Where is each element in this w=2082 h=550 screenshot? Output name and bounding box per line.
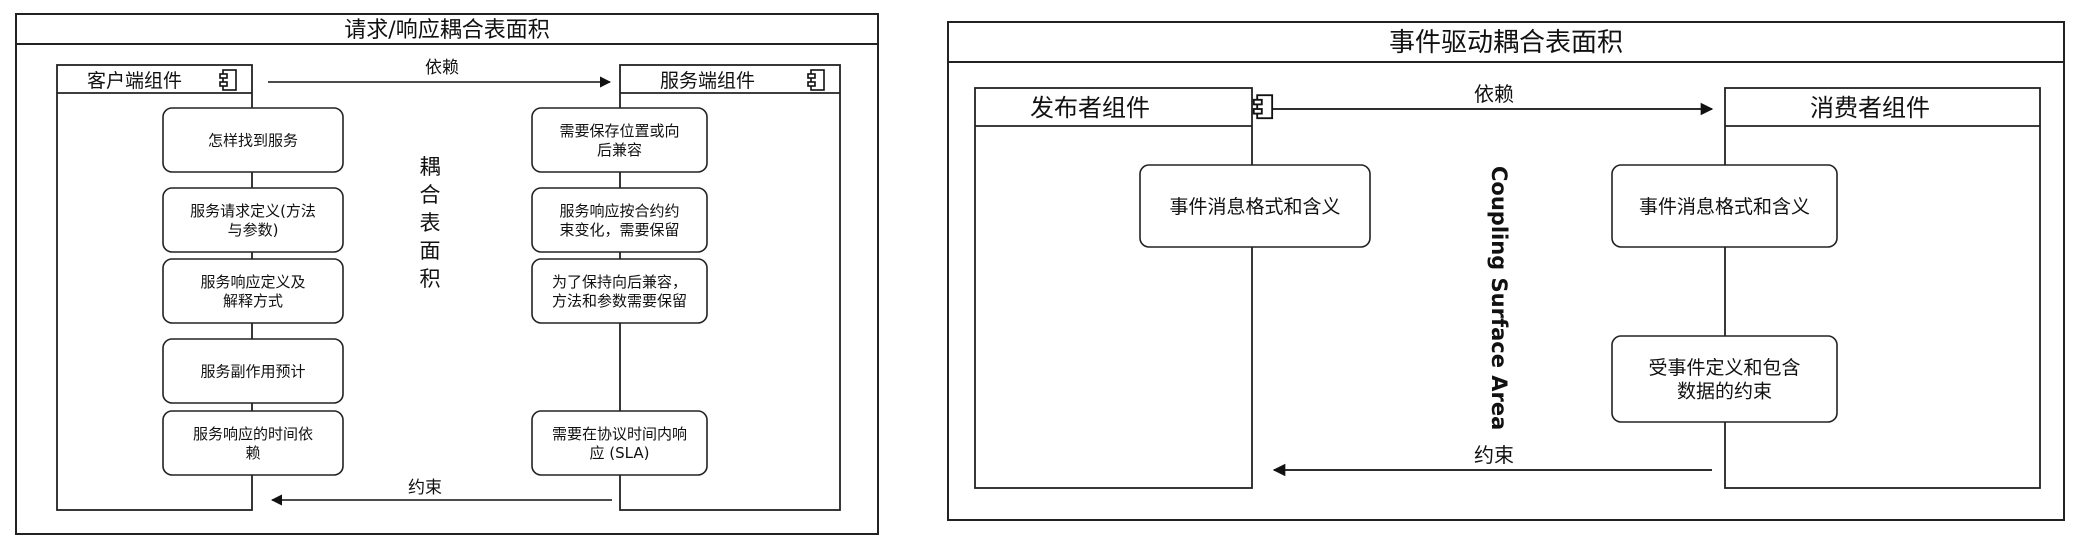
item-box-frame bbox=[162, 410, 344, 476]
event-driven-panel: 事件驱动耦合表面积 发布者组件 消费者组件 依赖 约束 Coupling Sur… bbox=[947, 21, 2065, 521]
item-box: 事件消息格式和含义 bbox=[1611, 164, 1838, 248]
component-icon bbox=[1252, 94, 1274, 120]
item-box-frame bbox=[162, 338, 344, 404]
item-label: 服务副作用预计 bbox=[200, 362, 305, 380]
component-icon bbox=[807, 69, 825, 91]
item-label: 方法和参数需要保留 bbox=[552, 292, 687, 310]
coupling-surface-char: 合 bbox=[420, 183, 441, 207]
item-label: 与参数) bbox=[228, 221, 279, 239]
item-box: 怎样找到服务 bbox=[162, 107, 344, 173]
depends-label: 依赖 bbox=[425, 58, 459, 78]
component-frame bbox=[974, 87, 1253, 489]
item-label: 服务响应定义及 bbox=[200, 273, 305, 291]
item-label: 束变化，需要保留 bbox=[559, 221, 679, 239]
item-label: 数据的约束 bbox=[1677, 381, 1772, 403]
panel-title: 事件驱动耦合表面积 bbox=[1389, 28, 1623, 58]
component-title: 消费者组件 bbox=[1810, 94, 1930, 122]
item-label: 为了保持向后兼容， bbox=[552, 273, 687, 291]
item-box-frame bbox=[531, 187, 708, 253]
coupling-surface-char: 耦 bbox=[420, 155, 441, 179]
client-items: 怎样找到服务服务请求定义(方法与参数)服务响应定义及解释方式服务副作用预计服务响… bbox=[162, 107, 344, 476]
item-box-frame bbox=[1139, 164, 1371, 248]
item-box-frame bbox=[162, 258, 344, 324]
item-box: 为了保持向后兼容，方法和参数需要保留 bbox=[531, 258, 708, 324]
item-box-frame bbox=[1611, 164, 1838, 248]
item-label: 需要在协议时间内响 bbox=[552, 425, 687, 443]
item-box: 服务副作用预计 bbox=[162, 338, 344, 404]
item-box-frame bbox=[531, 258, 708, 324]
component-title: 发布者组件 bbox=[1030, 94, 1150, 122]
item-label: 需要保存位置或向 bbox=[559, 122, 679, 140]
item-label: 怎样找到服务 bbox=[208, 131, 298, 149]
server-items: 需要保存位置或向后兼容服务响应按合约约束变化，需要保留为了保持向后兼容，方法和参… bbox=[531, 107, 708, 476]
constraint-label: 约束 bbox=[408, 478, 442, 498]
component-title: 客户端组件 bbox=[87, 70, 182, 92]
item-box-frame bbox=[531, 107, 708, 173]
component-frame bbox=[1724, 87, 2041, 489]
item-label: 受事件定义和包含 bbox=[1648, 357, 1800, 379]
coupling-surface-char: 积 bbox=[420, 267, 441, 291]
publisher-items: 事件消息格式和含义 bbox=[1139, 164, 1371, 248]
item-label: 事件消息格式和含义 bbox=[1169, 196, 1340, 218]
item-label: 解释方式 bbox=[223, 292, 283, 310]
depends-label: 依赖 bbox=[1474, 82, 1514, 106]
coupling-surface-label: 耦合表面积 bbox=[420, 155, 441, 291]
component-title: 服务端组件 bbox=[660, 70, 755, 92]
component-icon bbox=[219, 69, 237, 91]
panel-title: 请求/响应耦合表面积 bbox=[344, 18, 549, 43]
item-label: 后兼容 bbox=[597, 141, 642, 159]
item-box-frame bbox=[162, 107, 344, 173]
item-box-frame bbox=[162, 187, 344, 253]
item-label: 赖 bbox=[245, 444, 260, 462]
constraint-label: 约束 bbox=[1474, 443, 1514, 467]
request-response-panel: 请求/响应耦合表面积 客户端组件 服务端组件 依赖 约束 耦合表面积 怎样找到服… bbox=[15, 13, 879, 535]
coupling-surface-char: 面 bbox=[420, 239, 441, 263]
publisher-component: 发布者组件 bbox=[974, 87, 1274, 489]
item-label: 服务响应的时间依 bbox=[193, 425, 313, 443]
consumer-component: 消费者组件 bbox=[1724, 87, 2041, 489]
coupling-surface-char: 表 bbox=[420, 211, 441, 235]
item-box: 事件消息格式和含义 bbox=[1139, 164, 1371, 248]
item-label: 应 (SLA) bbox=[590, 444, 650, 462]
item-label: 服务请求定义(方法 bbox=[190, 202, 316, 220]
item-label: 事件消息格式和含义 bbox=[1639, 196, 1810, 218]
item-box-frame bbox=[1611, 335, 1838, 423]
item-box-frame bbox=[531, 410, 708, 476]
coupling-surface-label: Coupling Surface Area bbox=[1487, 166, 1511, 430]
item-label: 服务响应按合约约 bbox=[559, 202, 679, 220]
